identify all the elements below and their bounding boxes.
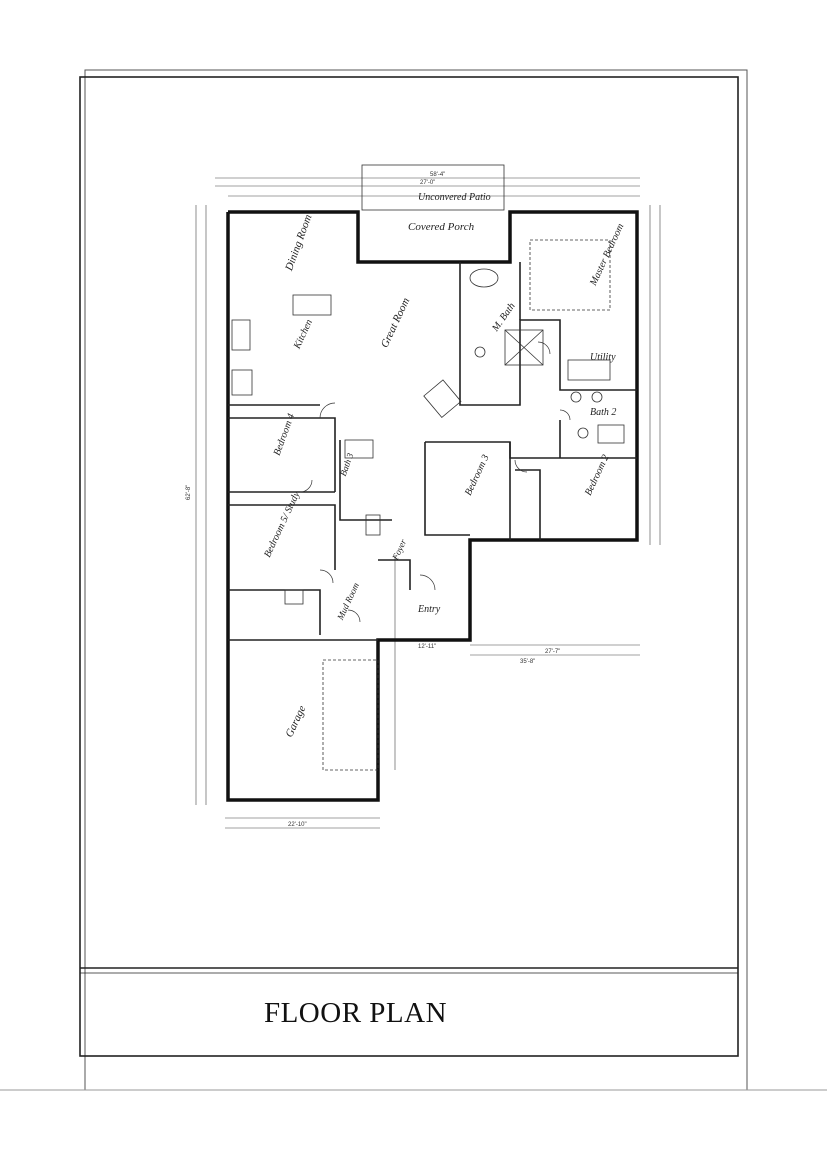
room-entry: Entry — [417, 604, 441, 615]
interior-walls — [228, 262, 637, 641]
room-unconvered-patio: Unconvered Patio — [418, 192, 491, 203]
parking-area — [322, 659, 379, 771]
page-title: FLOOR PLAN — [263, 996, 448, 1029]
room-mud: Mud Room — [335, 581, 361, 623]
overall-width-label: 58'-4" — [430, 172, 445, 178]
fixtures — [231, 239, 625, 771]
room-garage: Garage — [283, 704, 308, 740]
master-tub — [469, 268, 499, 288]
toilet-master — [474, 346, 486, 358]
room-covered-porch: Covered Porch — [408, 221, 475, 233]
right-wing-total-label: 35'-8" — [520, 659, 535, 665]
garage-width-label: 22'-10" — [288, 822, 307, 828]
entry-width-label: 12'-11" — [418, 644, 436, 650]
patio-outline — [361, 164, 505, 211]
master-bed — [529, 239, 611, 311]
room-bedroom-4: Bedroom 4 — [272, 412, 297, 457]
title-block: FLOOR PLAN — [80, 973, 735, 1053]
room-great: Great Room — [379, 296, 413, 350]
right-wing-label: 27'-7" — [545, 649, 560, 655]
room-foyer: Foyer — [390, 537, 409, 562]
room-bedroom-3: Bedroom 3 — [463, 453, 491, 497]
room-dining: Dining Room — [283, 213, 315, 274]
bath3-vanity — [344, 439, 374, 459]
dimension-lines — [195, 177, 661, 829]
room-bedroom-5-study: Bedroom 5/ Study — [262, 489, 302, 559]
inner-sheet-border — [79, 76, 739, 1057]
master-shower — [504, 329, 544, 366]
room-kitchen: Kitchen — [291, 318, 315, 352]
toilet-bath2 — [577, 427, 589, 439]
room-bedroom-2: Bedroom 2 — [583, 453, 611, 497]
dryer — [591, 391, 603, 403]
room-bath-2: Bath 2 — [590, 407, 616, 418]
kitchen-island — [292, 294, 332, 316]
washer — [570, 391, 582, 403]
door-swings — [299, 341, 571, 623]
patio-width-label: 27'-0" — [420, 180, 435, 186]
corner-tub — [423, 379, 462, 419]
washer-dryer — [567, 359, 611, 381]
room-master-bedroom: Master Bedroom — [588, 222, 627, 288]
refrigerator — [231, 369, 253, 396]
bath3-shower — [365, 514, 381, 536]
room-utility: Utility — [590, 352, 616, 363]
overall-depth-label: 62'-8" — [186, 485, 192, 500]
kitchen-range — [231, 319, 251, 351]
mud-bench — [284, 589, 304, 605]
room-master-bath: M. Bath — [490, 301, 518, 335]
bath2-tub — [597, 424, 625, 444]
